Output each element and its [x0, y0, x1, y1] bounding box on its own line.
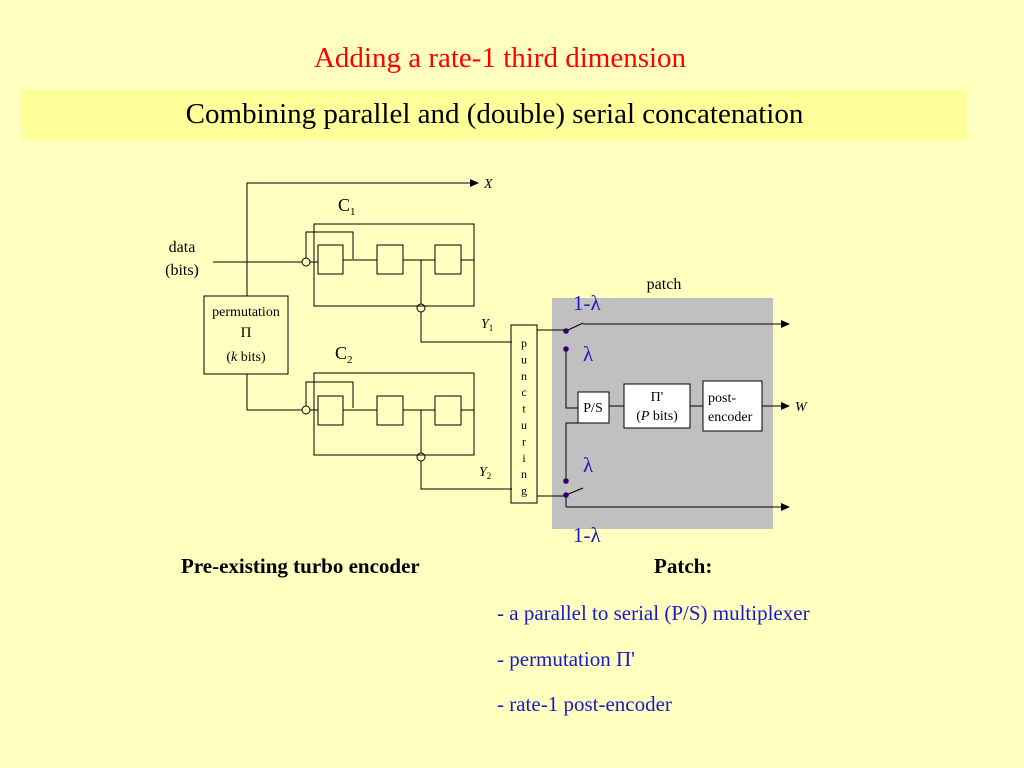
- c2-register-2: [376, 395, 404, 426]
- puncturing-letter: n: [521, 369, 527, 383]
- patch-label: patch: [647, 276, 682, 293]
- switch-dot-bottom-1: [563, 478, 569, 484]
- perm2-bits: (P bits): [636, 409, 678, 424]
- c1-label: C1: [338, 195, 356, 218]
- c2-label: C2: [335, 343, 353, 366]
- post-encoder-box: [702, 380, 763, 432]
- perm2-box: [623, 383, 691, 429]
- bottom-switch: [565, 487, 584, 496]
- c1-register-3: [434, 244, 462, 275]
- post-encoder-line1: post-: [708, 391, 736, 406]
- puncturing-letter: i: [522, 451, 526, 465]
- puncturing-letter: p: [521, 336, 527, 350]
- bottom-one-minus-lambda: 1-λ: [573, 523, 601, 547]
- c1-output-adder: [416, 303, 426, 313]
- slide-title: Adding a rate-1 third dimension: [313, 42, 687, 74]
- c1-register-2: [376, 244, 404, 275]
- switch-dot-bottom-2: [563, 492, 569, 498]
- puncturing-letter: u: [521, 352, 527, 366]
- patch-caption: Patch:: [654, 554, 713, 578]
- ps-label: P/S: [583, 401, 602, 416]
- perm-label-line1: permutation: [212, 305, 280, 320]
- c1-input-adder: [301, 257, 311, 267]
- puncturing-letter: r: [522, 434, 526, 448]
- puncturing-box: [510, 324, 538, 504]
- bullet-ps-multiplexer: - a parallel to serial (P/S) multiplexer: [497, 601, 810, 625]
- subtitle-band: [22, 90, 967, 140]
- data-label-line2: (bits): [165, 262, 199, 279]
- puncturing-letter: u: [521, 418, 527, 432]
- c2-output-adder: [416, 452, 426, 462]
- puncturing-letter: c: [521, 385, 526, 399]
- top-one-minus-lambda: 1-λ: [573, 291, 601, 315]
- c1-box: [313, 223, 475, 307]
- slide-subtitle: Combining parallel and (double) serial c…: [185, 98, 804, 130]
- puncturing-letter: g: [521, 484, 527, 498]
- y1-label: Y1: [481, 317, 493, 333]
- perm-symbol: Π: [241, 325, 252, 341]
- ps-box: [577, 391, 610, 424]
- puncturing-letter: t: [522, 402, 526, 416]
- x-label: X: [483, 177, 493, 192]
- perm2-symbol: Π': [651, 390, 664, 405]
- c2-register-1: [317, 395, 344, 426]
- top-switch: [565, 322, 584, 332]
- permutation-box: [203, 295, 289, 375]
- post-encoder-line2: encoder: [708, 410, 753, 425]
- puncturing-letter: n: [521, 467, 527, 481]
- perm-label-line3: (k bits): [226, 350, 266, 365]
- c2-box: [313, 372, 475, 456]
- top-lambda: λ: [583, 342, 594, 366]
- x-output-line: [246, 179, 479, 296]
- y2-label: Y2: [479, 465, 491, 481]
- turbo-encoder-caption: Pre-existing turbo encoder: [181, 554, 420, 578]
- bullet-permutation: - permutation Π': [497, 647, 635, 671]
- c2-input-adder: [301, 405, 311, 415]
- c1-register-1: [317, 244, 344, 275]
- c2-register-3: [434, 395, 462, 426]
- switch-dot-top-2: [563, 346, 569, 352]
- switch-dot-top-1: [563, 328, 569, 334]
- bottom-lambda: λ: [583, 453, 594, 477]
- w-label: W: [795, 400, 808, 415]
- bullet-post-encoder: - rate-1 post-encoder: [497, 692, 672, 716]
- data-label-line1: data: [169, 239, 196, 256]
